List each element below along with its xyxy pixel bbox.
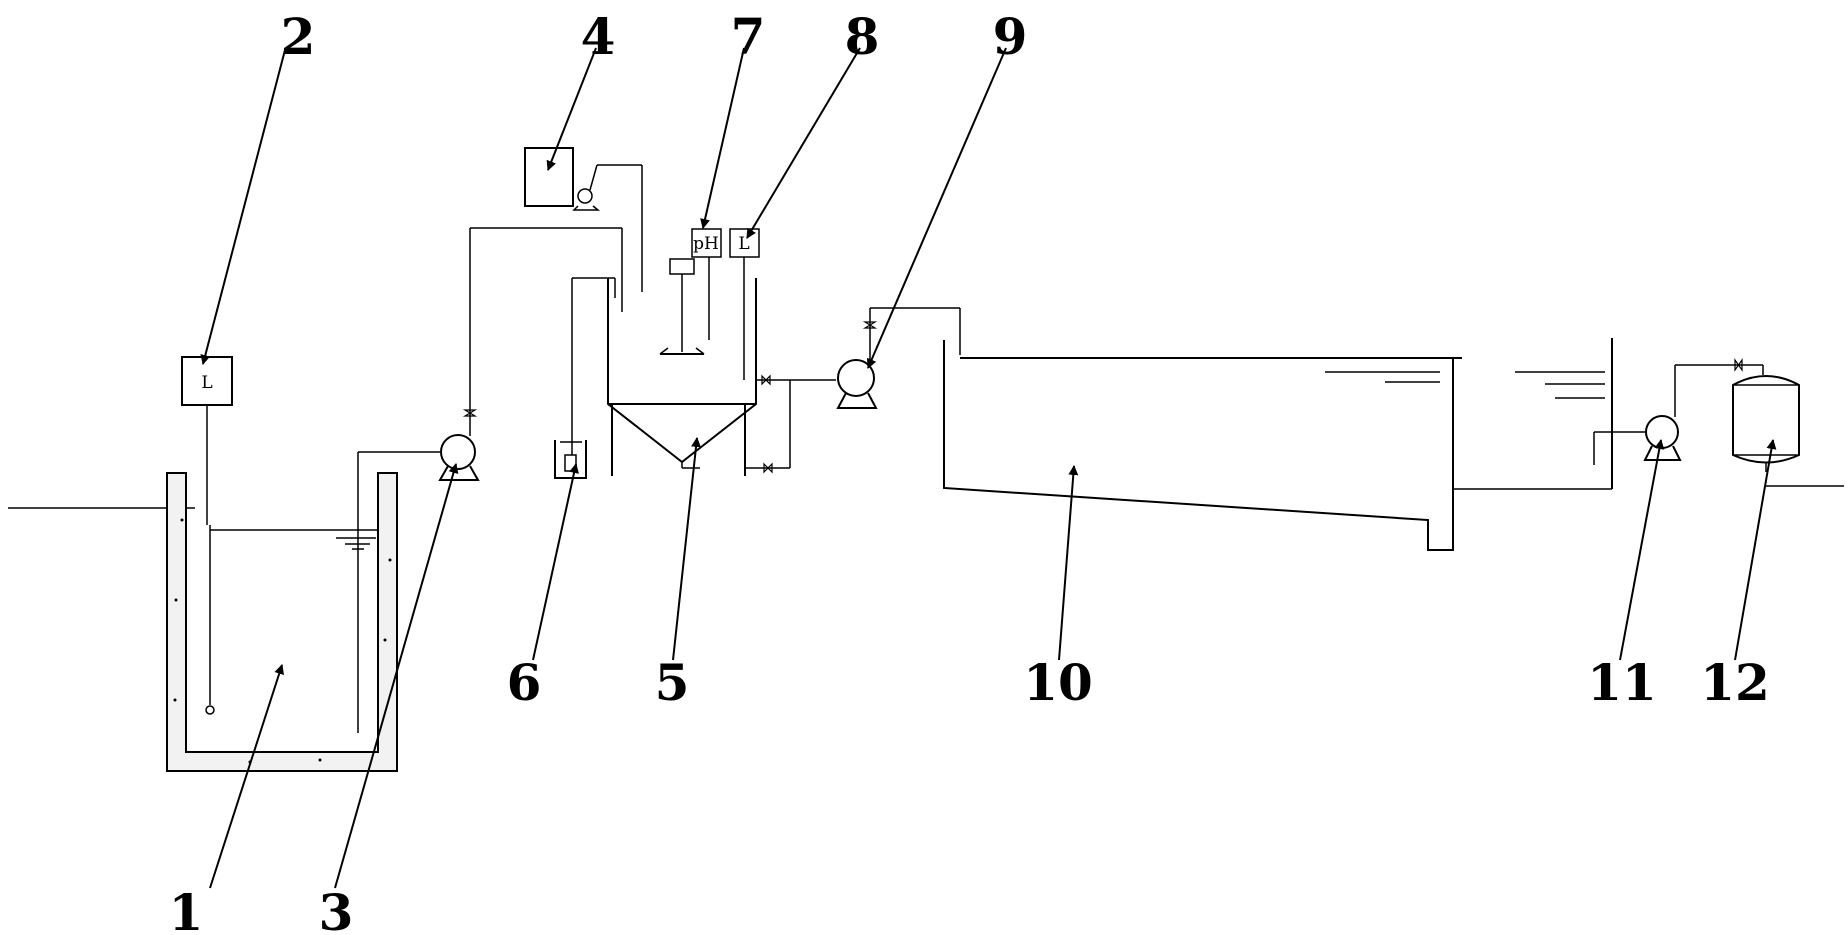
callout-4: 4: [581, 7, 616, 66]
level-sensor-reactor-label: L: [738, 234, 749, 254]
callout-7: 7: [731, 7, 766, 66]
dosing-tank: [524, 147, 643, 292]
sludge-tank: [554, 277, 616, 479]
callout-2: 2: [281, 7, 316, 66]
callout-11: 11: [1587, 653, 1657, 712]
callout-arrows: [200, 47, 1777, 889]
callout-9: 9: [993, 7, 1028, 66]
callout-8: 8: [845, 7, 880, 66]
sedimentation-basin: [943, 340, 1612, 551]
reaction-tank: [607, 258, 791, 476]
product-water-tank: [1732, 375, 1844, 487]
ph-meter: pH: [691, 228, 722, 340]
collection-pit: [166, 472, 398, 772]
level-sensor-pit-label: L: [201, 373, 212, 393]
transfer-pump: [790, 307, 961, 409]
callout-3: 3: [319, 883, 354, 935]
callout-5: 5: [655, 653, 690, 712]
level-sensor-reactor: L: [729, 228, 760, 380]
callout-12: 12: [1700, 653, 1770, 712]
level-sensor-pit: L: [181, 356, 233, 715]
ph-meter-label: pH: [693, 234, 719, 254]
callout-1: 1: [169, 883, 204, 935]
clear-water-tank: [1515, 338, 1613, 489]
callout-10: 10: [1023, 653, 1093, 712]
callout-6: 6: [507, 653, 542, 712]
lift-pump: [357, 227, 623, 733]
